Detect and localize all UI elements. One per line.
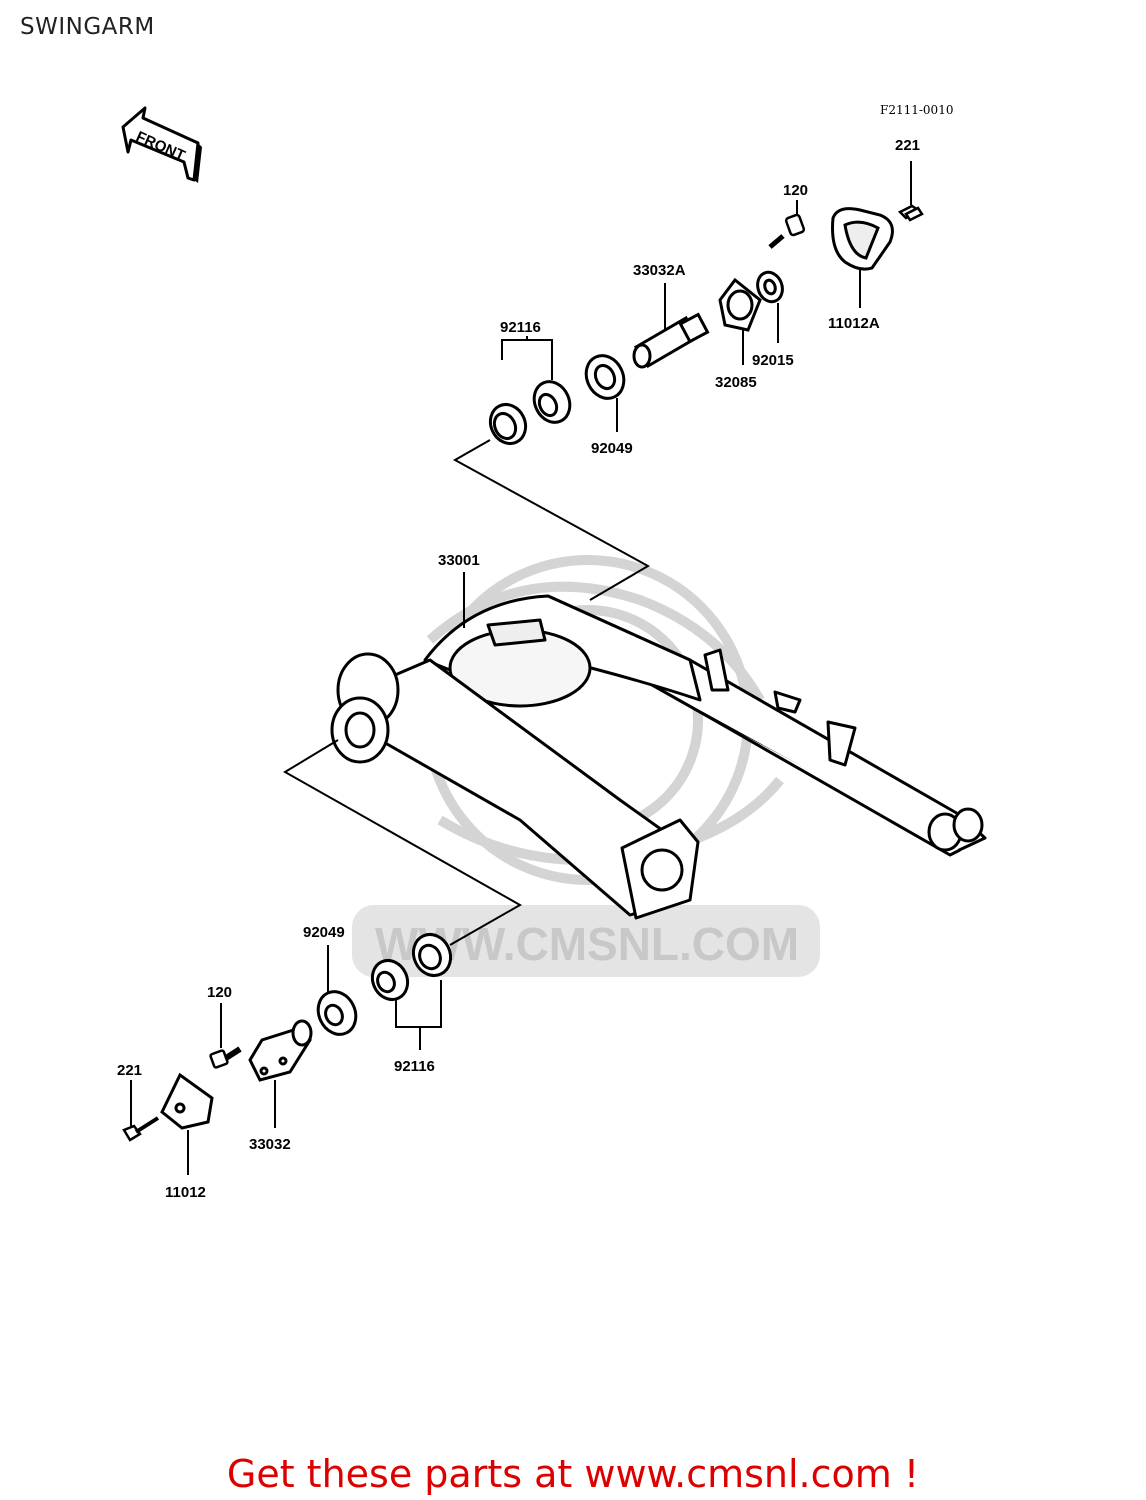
label-92116-bottom: 92116 [394, 1058, 435, 1075]
screw-221-bottom [122, 1080, 160, 1142]
watermark-banner [352, 905, 820, 977]
label-120-top: 120 [783, 182, 808, 199]
label-92049-bottom: 92049 [303, 924, 345, 941]
seal-92049-bottom [316, 945, 358, 1036]
cap-11012 [160, 1072, 214, 1175]
bearing-92116-bottom [370, 933, 453, 1050]
page-title: SWINGARM [20, 14, 155, 40]
label-92116-top: 92116 [500, 319, 541, 336]
label-221-top: 221 [895, 137, 920, 154]
figure-code: F2111-0010 [880, 103, 953, 117]
leader-line-top [452, 439, 651, 601]
cmsnl-promo-link[interactable]: Get these parts at www.cmsnl.com ! [226, 1452, 920, 1496]
label-221-bottom: 221 [117, 1062, 142, 1079]
label-32085: 32085 [715, 374, 757, 391]
label-120-bottom: 120 [207, 984, 232, 1001]
shaft-33032A [632, 283, 710, 369]
front-arrow-icon: FRONT [121, 106, 202, 183]
label-11012: 11012 [165, 1184, 206, 1201]
label-33032A: 33032A [633, 262, 686, 279]
leader-line-bottom [283, 739, 523, 946]
plate-32085 [718, 277, 762, 365]
label-33001: 33001 [438, 552, 480, 569]
label-92049-top: 92049 [591, 440, 633, 457]
cap-11012A [831, 207, 894, 308]
swingarm-33001 [330, 594, 987, 920]
shaft-33032 [248, 1019, 313, 1128]
label-92015: 92015 [752, 352, 794, 369]
label-33032: 33032 [249, 1136, 291, 1153]
seal-92049-top [584, 354, 626, 432]
bolt-120-top [768, 200, 806, 249]
bearing-92116-top [488, 336, 572, 445]
screw-221-top [897, 161, 924, 222]
label-11012A: 11012A [828, 315, 880, 332]
washer-92015 [756, 270, 784, 343]
bolt-120-bottom [209, 1003, 242, 1069]
